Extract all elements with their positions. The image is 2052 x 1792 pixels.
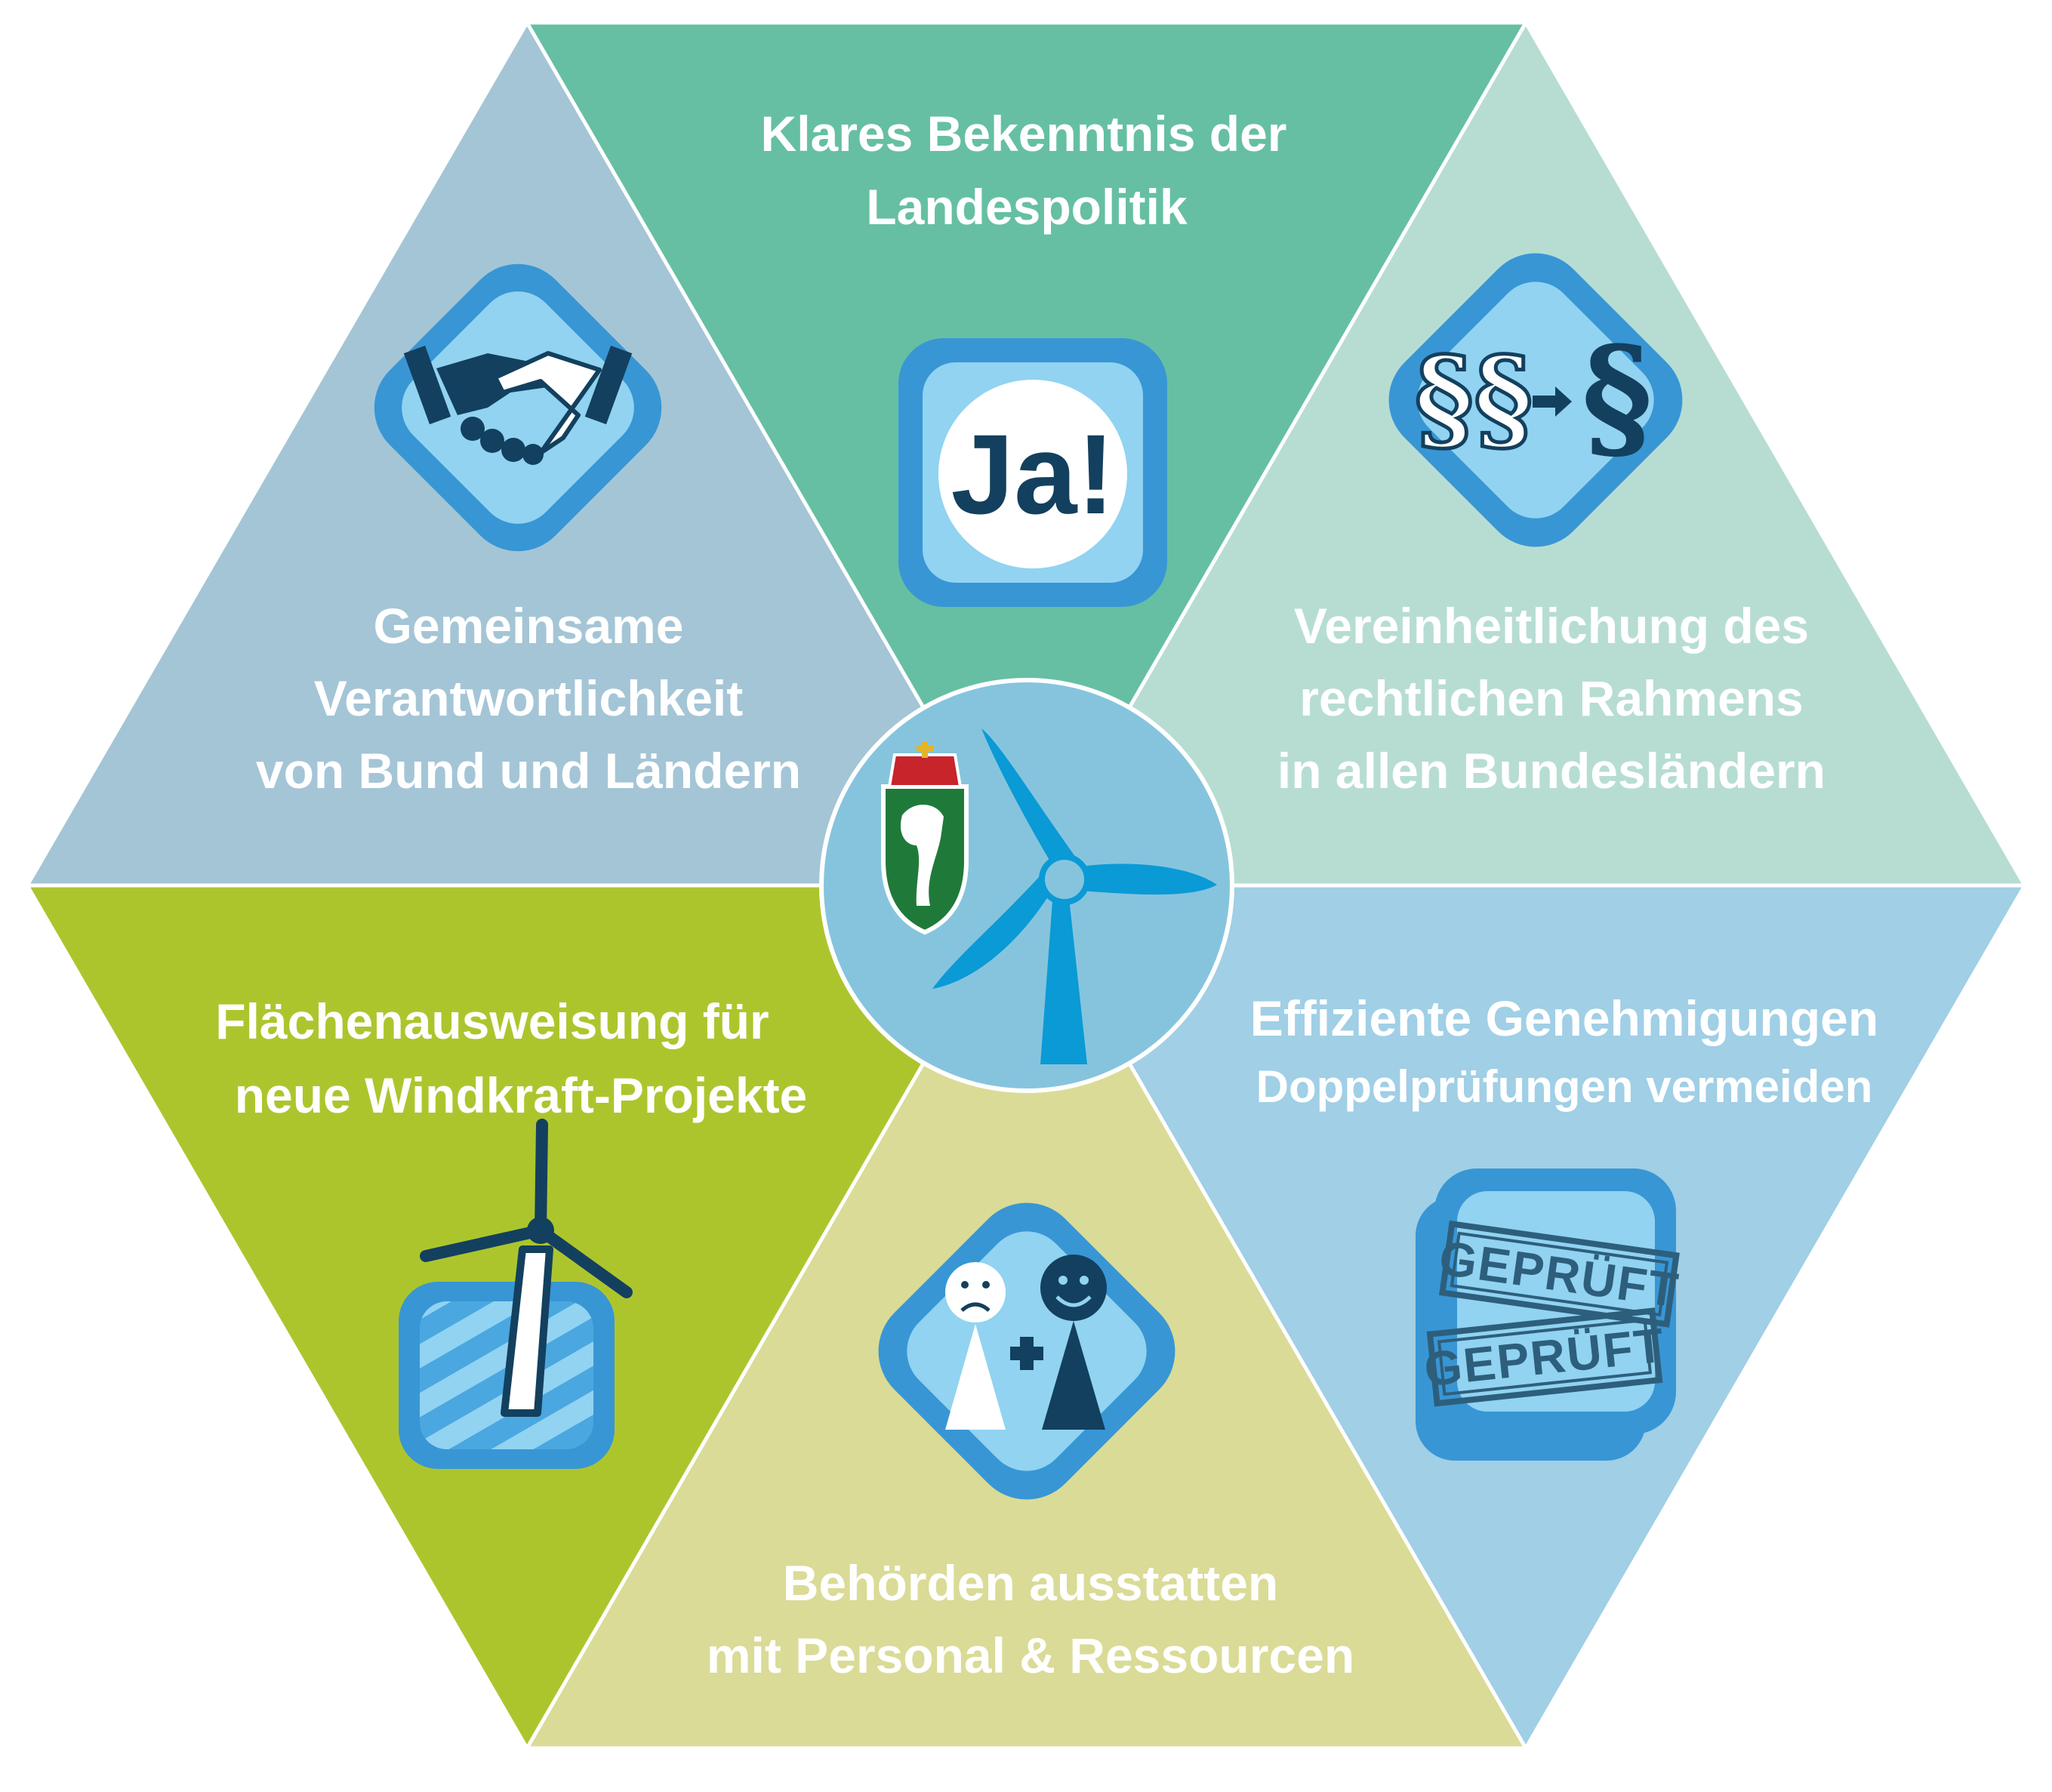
label-top: Klares Bekenntnis der Landespolitik	[761, 106, 1287, 235]
label-top-left-line-1: Gemeinsame	[374, 598, 684, 654]
styria-coat-of-arms	[881, 741, 969, 935]
label-bottom-line-2: mit Personal & Ressourcen	[707, 1627, 1354, 1683]
wind-turbine-icon	[932, 728, 1217, 1064]
label-bottom-left: Flächenausweisung für neue Windkraft-Pro…	[215, 993, 807, 1123]
happy-person	[1040, 1255, 1107, 1430]
paragraph-double-text: §§	[1415, 332, 1533, 465]
stamp-icon: GEPRÜFT GEPRÜFT	[1416, 1168, 1683, 1461]
label-bottom-line-1: Behörden ausstatten	[783, 1555, 1278, 1611]
handshake-icon	[374, 263, 662, 552]
label-bottom-right-line-2: Doppelprüfungen vermeiden	[1256, 1061, 1873, 1112]
label-bottom-left-line-2: neue Windkraft-Projekte	[235, 1067, 808, 1123]
label-bottom-right-line-1: Effiziente Genehmigungen	[1250, 990, 1878, 1046]
label-top-line-2: Landespolitik	[866, 179, 1188, 235]
sad-person	[945, 1262, 1006, 1430]
label-top-left-line-3: von Bund und Ländern	[256, 743, 801, 799]
people-icon	[878, 1202, 1175, 1500]
label-top-right: Vereinheitlichung des rechtlichen Rahmen…	[1277, 598, 1826, 799]
label-top-right-line-1: Vereinheitlichung des	[1294, 598, 1809, 654]
ja-icon-text: Ja!	[951, 411, 1115, 537]
label-bottom-right: Effiziente Genehmigungen Doppelprüfungen…	[1250, 990, 1878, 1112]
ja-icon: Ja!	[898, 338, 1167, 607]
paragraph-single-text: §	[1582, 317, 1653, 476]
center-circle	[819, 678, 1234, 1093]
label-top-right-line-2: rechtlichen Rahmens	[1299, 670, 1804, 726]
label-bottom: Behörden ausstatten mit Personal & Resso…	[707, 1555, 1354, 1683]
label-bottom-left-line-1: Flächenausweisung für	[215, 993, 769, 1049]
stamp-bottom: GEPRÜFT	[1422, 1307, 1668, 1407]
wind-area-icon	[399, 1119, 633, 1469]
label-top-line-1: Klares Bekenntnis der	[761, 106, 1287, 162]
wind-area-turbine	[420, 1119, 633, 1417]
label-top-right-line-3: in allen Bundesländern	[1277, 743, 1826, 799]
label-top-left-line-2: Verantwortlichkeit	[314, 670, 744, 726]
label-top-left: Gemeinsame Verantwortlichkeit von Bund u…	[256, 598, 801, 799]
plus-sign	[1010, 1337, 1043, 1370]
paragraph-icon: §§ §	[1388, 253, 1683, 547]
